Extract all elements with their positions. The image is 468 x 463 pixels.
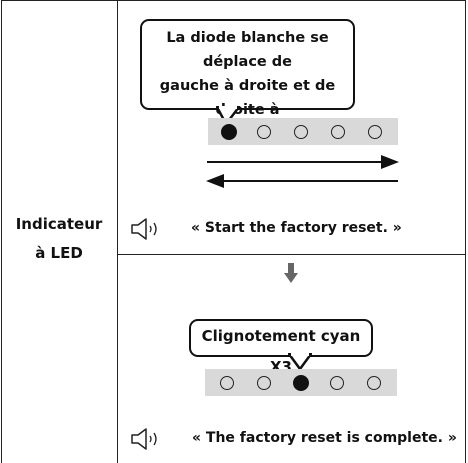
- speaker-text-start: « Start the factory reset. »: [191, 220, 402, 236]
- table-divider-vertical: [117, 0, 118, 463]
- led-5: [368, 124, 382, 139]
- table-border-top: [1, 0, 466, 1]
- table-border-right: [465, 0, 466, 463]
- led-4: [331, 124, 345, 139]
- led-2: [257, 375, 271, 390]
- bubble-pointer: [288, 353, 312, 371]
- left-arrow-icon: [206, 174, 398, 188]
- right-arrow-icon: [207, 155, 399, 169]
- blink-status-bubble: Clignotement cyan X3: [189, 319, 373, 376]
- speaker-icon: [131, 428, 157, 450]
- row-separator: [117, 254, 466, 255]
- speaker-text-complete: « The factory reset is complete. »: [192, 430, 457, 446]
- led-description-bubble: La diode blanche se déplace de gauche à …: [140, 19, 355, 142]
- table-border-left: [1, 0, 2, 463]
- bubble-line-2: gauche à droite et de droite à: [159, 78, 336, 118]
- bubble-line-1: La diode blanche se déplace de: [166, 30, 329, 70]
- led-strip-1: [208, 118, 398, 145]
- led-3: [294, 124, 308, 139]
- led-1: [220, 375, 234, 390]
- led-1: [221, 123, 237, 140]
- label-column: Indicateur à LED: [1, 0, 117, 463]
- led-4: [330, 375, 344, 390]
- led-3: [293, 374, 309, 391]
- row-label-line1: Indicateur: [15, 215, 103, 233]
- led-5: [367, 375, 381, 390]
- bubble-pointer: [216, 106, 240, 126]
- row-label-line2: à LED: [35, 244, 83, 262]
- down-arrow-icon: [284, 263, 298, 283]
- speaker-icon: [131, 218, 157, 240]
- led-2: [257, 124, 271, 139]
- led-strip-2: [205, 369, 397, 396]
